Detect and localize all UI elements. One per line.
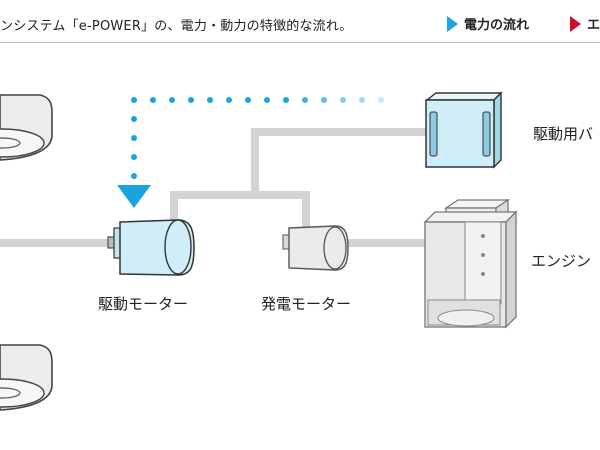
caption-bar: ンシステム「e-POWER」の、電力・動力の特徴的な流れ。 電力の流れ エ	[0, 0, 600, 46]
caption-divider	[0, 42, 600, 43]
generator-link-line	[170, 191, 310, 228]
legend-engine-flow: エ	[570, 14, 600, 33]
battery-link-line	[251, 128, 426, 195]
battery-inverter-unit	[424, 91, 503, 169]
legend-engine-label: エ	[587, 18, 600, 33]
drive-motor	[107, 219, 195, 276]
electric-flow-arrow-icon	[447, 15, 458, 32]
legend-electric-flow: 電力の流れ	[447, 14, 529, 33]
caption-text: ンシステム「e-POWER」の、電力・動力の特徴的な流れ。	[0, 19, 353, 34]
battery-inverter-label: 駆動用バ	[533, 125, 594, 143]
legend-electric-label: 電力の流れ	[464, 18, 530, 33]
connector-lines	[0, 128, 426, 247]
generator-motor	[282, 225, 349, 271]
engine-flow-arrow-icon	[570, 15, 581, 32]
drive-motor-label: 駆動モーター	[98, 295, 189, 313]
electric-flow-arrowhead	[117, 185, 151, 208]
engine-block	[423, 198, 518, 329]
rear-wheel	[0, 344, 53, 411]
electric-flow-path	[117, 97, 384, 208]
front-wheel	[0, 94, 53, 161]
generator-label: 発電モーター	[261, 295, 352, 313]
engine-label: エンジン	[531, 252, 592, 270]
